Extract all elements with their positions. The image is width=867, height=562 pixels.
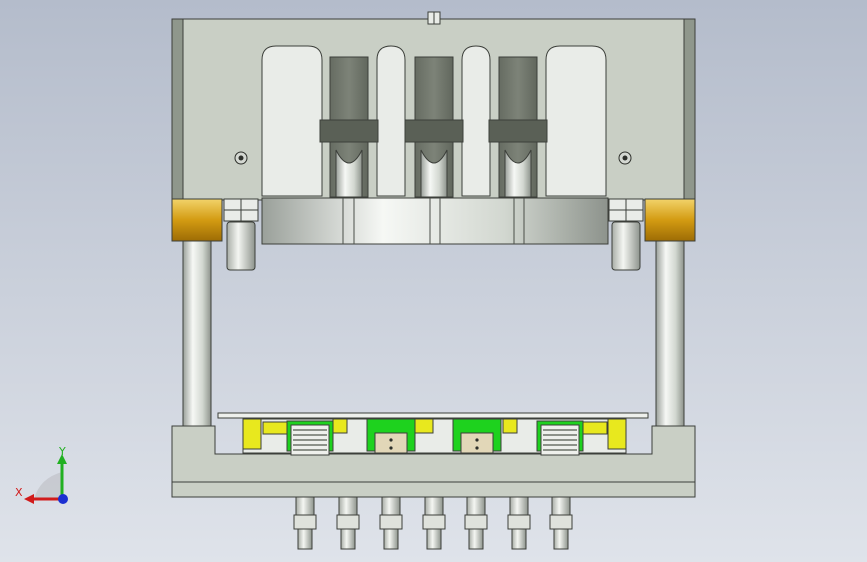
upper-die-assembly[interactable] bbox=[171, 11, 696, 271]
yellow-block-3 bbox=[332, 418, 348, 434]
ejector-pin-row[interactable] bbox=[293, 496, 573, 550]
triad-y-label: Y bbox=[58, 445, 66, 458]
guide-bushing-right[interactable] bbox=[644, 198, 696, 242]
hex-nut-icon bbox=[608, 198, 644, 271]
ejector-pin-7 bbox=[549, 496, 573, 550]
triad-z-axis bbox=[58, 494, 68, 504]
lower-die-assembly[interactable] bbox=[171, 412, 696, 498]
punch-slot-1[interactable] bbox=[319, 56, 379, 198]
top-plate-left-edge bbox=[171, 18, 184, 201]
hex-nut-icon bbox=[223, 198, 259, 271]
punch-slot-3[interactable] bbox=[488, 56, 548, 198]
top-plate-right-edge bbox=[683, 18, 696, 201]
ejector-pin-3 bbox=[379, 496, 403, 550]
triad-x-label: X bbox=[15, 486, 23, 499]
ejector-pin-2 bbox=[336, 496, 360, 550]
yellow-block-4 bbox=[414, 418, 434, 434]
orientation-triad[interactable]: Y X bbox=[15, 445, 68, 504]
punch-slot-2[interactable] bbox=[404, 56, 464, 198]
triad-plane bbox=[34, 472, 62, 499]
coil-spring-icon bbox=[540, 424, 580, 456]
tan-insert-2 bbox=[460, 432, 494, 454]
ejector-pin-6 bbox=[507, 496, 531, 550]
yellow-block-6 bbox=[582, 421, 608, 435]
yellow-block-1 bbox=[242, 418, 262, 450]
window-left bbox=[261, 45, 323, 197]
window-inner-1 bbox=[376, 45, 406, 197]
yellow-block-5 bbox=[502, 418, 518, 434]
ejector-pin-1 bbox=[293, 496, 317, 550]
ejector-pin-5 bbox=[464, 496, 488, 550]
yellow-block-7 bbox=[607, 418, 627, 450]
stripper-plate[interactable] bbox=[261, 197, 609, 245]
coil-spring-icon bbox=[290, 424, 330, 456]
window-inner-2 bbox=[461, 45, 491, 197]
guide-post-left[interactable] bbox=[182, 240, 212, 427]
hex-socket-screw-icon bbox=[234, 151, 248, 165]
yellow-block-2 bbox=[262, 421, 288, 435]
guide-bushing-left[interactable] bbox=[171, 198, 223, 242]
guide-post-right[interactable] bbox=[655, 240, 685, 427]
strip-material[interactable] bbox=[217, 412, 649, 419]
ejector-pin-4 bbox=[422, 496, 446, 550]
hex-socket-screw-icon bbox=[618, 151, 632, 165]
window-right bbox=[545, 45, 607, 197]
tan-insert-1 bbox=[374, 432, 408, 454]
